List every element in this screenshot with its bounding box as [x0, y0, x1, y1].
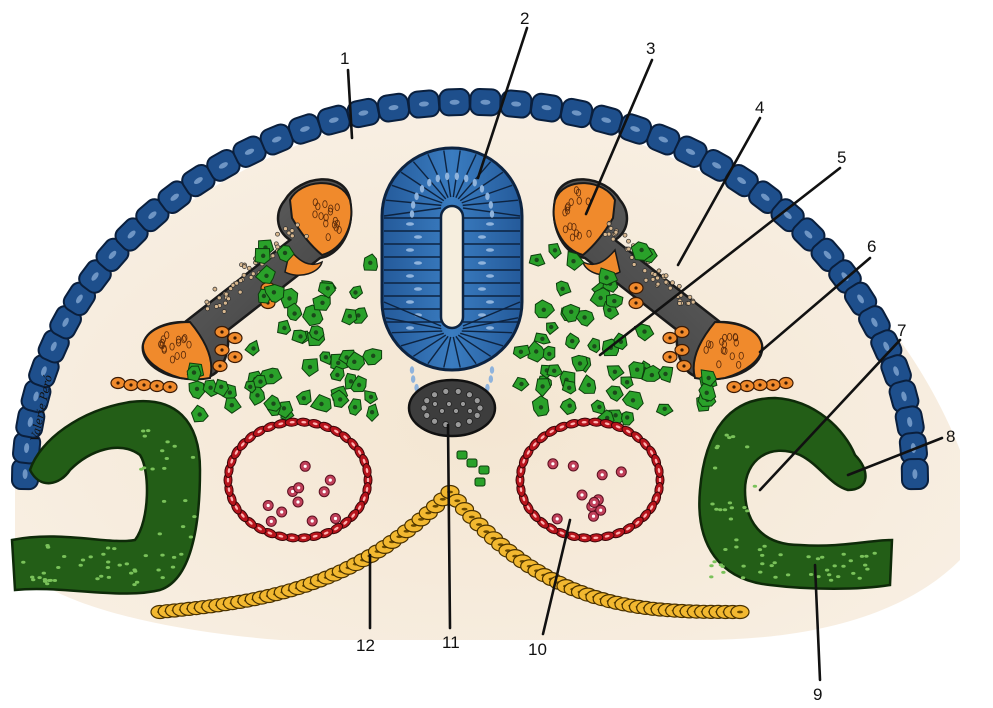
label-4: 4	[755, 98, 764, 117]
label-6: 6	[867, 237, 876, 256]
ectoderm-cell	[530, 93, 563, 123]
label-5: 5	[837, 148, 846, 167]
label-12: 12	[356, 636, 375, 655]
ectoderm-cell	[439, 89, 470, 116]
label-11: 11	[442, 633, 460, 652]
label-8: 8	[946, 427, 955, 446]
label-2: 2	[520, 9, 529, 28]
neural-canal	[441, 206, 463, 328]
notochord	[409, 380, 495, 436]
label-1: 1	[340, 49, 349, 68]
label-7: 7	[897, 321, 906, 340]
label-10: 10	[528, 640, 547, 659]
ectoderm-cell	[559, 97, 594, 129]
ectoderm-cell	[470, 89, 501, 116]
ectoderm-cell	[408, 90, 440, 119]
label-9: 9	[813, 685, 822, 704]
label-3: 3	[646, 39, 655, 58]
ectoderm-cell	[377, 93, 410, 123]
ectoderm-cell	[902, 459, 929, 489]
